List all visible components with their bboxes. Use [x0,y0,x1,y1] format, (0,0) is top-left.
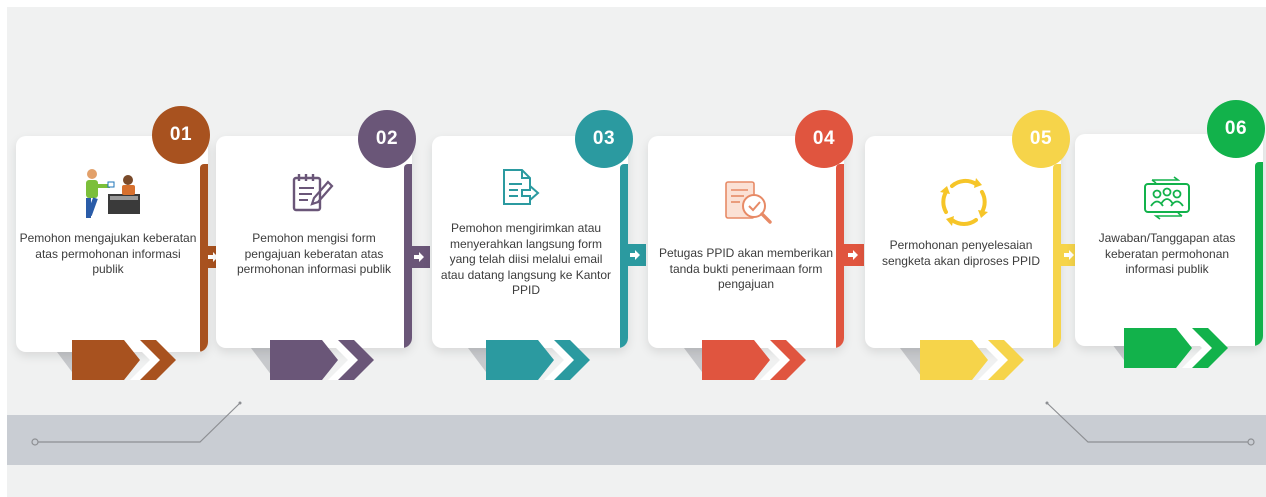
document-send-icon [503,169,540,205]
step-05-chevron-arrows [920,340,1024,380]
step-05-number-badge: 05 [1012,110,1070,168]
step-06-chevron-arrows [1124,328,1228,368]
step-04-chevron-arrows [702,340,806,380]
cycle-arrows-icon [940,178,988,226]
step-03-chevron-arrows [486,340,590,380]
step-06-card [1075,134,1263,346]
step-01-text: Pemohon mengajukan keberatan atas permoh… [19,231,197,276]
step-02-next-arrow-icon [408,246,430,268]
step-04-card [648,136,844,348]
step-01-chevron-arrows [72,340,176,380]
step-03-text: Pemohon mengirimkan atau menyerahkan lan… [440,221,612,297]
step-01-number-badge: 01 [152,106,210,164]
person-handing-document-icon [86,169,140,218]
step-05-text: Permohonan penyelesaian sengketa akan di… [881,238,1041,268]
step-02-chevron-arrows [270,340,374,380]
bottom-band [7,415,1266,465]
group-exchange-icon [1144,176,1190,220]
step-03-card [432,136,628,348]
step-06-text: Jawaban/Tanggapan atas keberatan permoho… [1098,231,1236,276]
step-04-next-arrow-icon [842,244,864,266]
step-06-accent-bar [1255,162,1263,346]
step-01-card [16,136,208,352]
step-06-number-badge: 06 [1207,100,1265,158]
document-magnifier-icon [725,181,772,224]
step-05-next-arrow-icon [1058,244,1080,266]
step-04-number-badge: 04 [795,110,853,168]
step-02-card [216,136,412,348]
step-05-accent-bar [1053,164,1061,348]
step-02-text: Pemohon mengisi form pengajuan keberatan… [236,231,392,276]
step-02-number-badge: 02 [358,110,416,168]
step-04-text: Petugas PPID akan memberikan tanda bukti… [658,246,834,291]
step-05-card [865,136,1061,348]
step-04-accent-bar [836,164,844,348]
step-03-next-arrow-icon [624,244,646,266]
step-03-number-badge: 03 [575,110,633,168]
notepad-pencil-icon [292,174,334,212]
